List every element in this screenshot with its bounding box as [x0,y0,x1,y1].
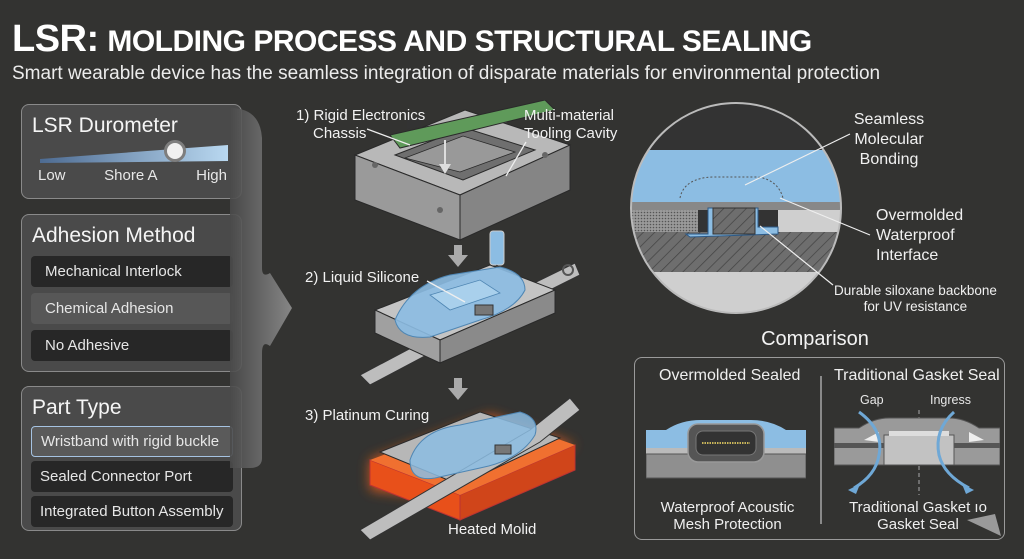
overmolded-caption-line1: Waterproof Acoustic [660,499,795,516]
part-type-panel: Part Type Wristband with rigid buckle Se… [21,386,242,531]
pcb-board [389,100,556,149]
step2-label: 2) Liquid Silicone [305,269,420,286]
adhesion-method-title: Adhesion Method [32,224,196,247]
durometer-high-label: High [196,167,227,184]
heated-mold-label: Heated Molid [448,521,537,538]
durometer-slider-track[interactable] [40,143,228,163]
step3-label: 3) Platinum Curing [305,407,430,424]
backbone-line2: for UV resistance [863,299,968,314]
callout-pointers [744,133,871,286]
silicone-layer [631,150,841,202]
durometer-panel: LSR Durometer Low Shore A High [21,104,242,199]
title-rest: MOLDING PROCESS AND STRUCTURAL SEALING [107,25,812,58]
durometer-slider-knob[interactable] [164,140,187,162]
interface-line1: Overmolded [876,207,964,224]
gasket-caption: Traditional Gasket ıo Gasket Seal [843,499,993,533]
overmolded-caption: Waterproof Acoustic Mesh Protection [650,499,805,533]
comparison-divider [820,376,822,524]
comparison-box [634,357,1005,540]
interface-callout: Overmolded Waterproof Interface [876,206,963,266]
step1-line2: Chassis [313,125,367,142]
heated-mold-diagram [359,397,581,540]
cavity-line1: Multi-material [524,107,615,124]
durometer-low-label: Low [38,167,66,184]
flow-arrow-icon [230,108,292,468]
bonding-callout: Seamless Molecular Bonding [849,110,929,170]
adhesion-method-panel: Adhesion Method Mechanical Interlock Che… [21,214,242,372]
gasket-heading: Traditional Gasket Seal [834,367,1000,384]
part-type-title: Part Type [32,396,122,419]
ingress-label: Ingress [930,393,971,407]
part-option-connector-port[interactable]: Sealed Connector Port [31,461,233,492]
title-lead: LSR: [12,18,99,60]
gasket-seal-diagram [834,410,1000,495]
step1-label: 1) Rigid Electronics Chassis [296,107,425,143]
bonding-line3: Bonding [859,151,919,168]
gasket-caption-line2: Gasket Seal [877,516,959,533]
interface-line3: Interface [876,247,939,264]
overmolded-heading: Overmolded Sealed [659,367,801,384]
cavity-line2: Tooling Cavity [524,125,618,142]
bonding-line1: Seamless [853,111,925,128]
adhesion-option-no-adhesive[interactable]: No Adhesive [31,330,233,361]
adhesion-option-mechanical-interlock[interactable]: Mechanical Interlock [31,256,233,287]
interface-line2: Waterproof [876,227,955,244]
gasket-caption-line1: Traditional Gasket ıo [849,499,987,516]
cavity-label: Multi-material Tooling Cavity [524,107,617,143]
durometer-unit-label: Shore A [104,167,158,184]
overmolded-port-diagram [646,420,806,479]
durometer-scale: Low Shore A High [38,167,227,184]
liquid-silicone-diagram [359,230,581,385]
page-curl-icon [967,514,1001,536]
overmolded-caption-line2: Mesh Protection [673,516,782,533]
mold-cavity-diagram [353,100,572,241]
cavity-pointer [505,141,527,177]
backbone-callout: Durable siloxane backbone for UV resista… [834,283,997,315]
step2-pointer [426,280,466,303]
gap-label: Gap [860,393,884,407]
bonding-line2: Molecular [854,131,924,148]
cross-section-magnifier [630,102,842,314]
step1-line1: 1) Rigid Electronics [296,107,426,124]
step1-pointer [366,128,411,146]
part-option-button-assembly[interactable]: Integrated Button Assembly [31,496,233,527]
adhesion-option-chemical-adhesion[interactable]: Chemical Adhesion [31,293,233,324]
backbone-line1: Durable siloxane backbone [834,283,997,298]
comparison-title: Comparison [761,328,869,350]
durometer-title: LSR Durometer [32,114,178,137]
part-option-wristband[interactable]: Wristband with rigid buckle [31,426,233,457]
down-arrow-icon [448,245,468,267]
page-title: LSR: MOLDING PROCESS AND STRUCTURAL SEAL… [12,18,812,61]
down-arrow-icon [448,378,468,400]
page-subtitle: Smart wearable device has the seamless i… [12,63,881,84]
